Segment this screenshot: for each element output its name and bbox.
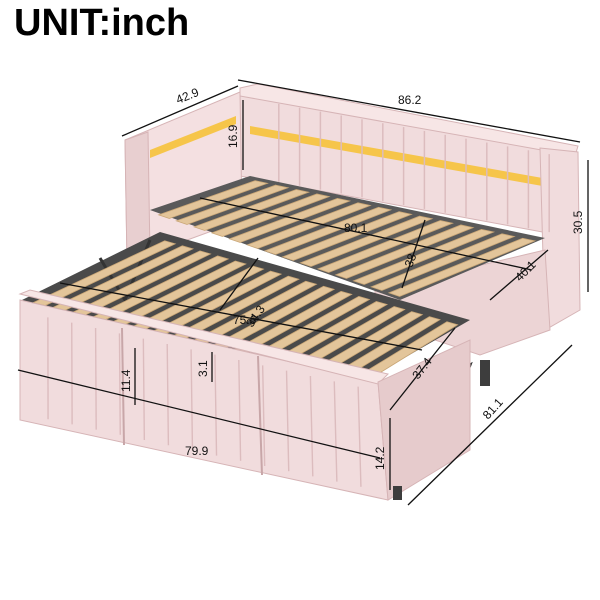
front-channel xyxy=(190,349,194,451)
label-headboard-height: 16.9 xyxy=(226,124,240,148)
dim-line-inner-depth xyxy=(489,249,549,301)
main-slat xyxy=(281,211,413,261)
label-leg-height: 14.2 xyxy=(373,446,387,470)
leg-trundle xyxy=(393,486,402,500)
led-strip-headboard xyxy=(150,116,236,158)
front-channel xyxy=(261,365,266,467)
trundle-front-channels xyxy=(47,317,362,487)
label-trundle-height: 11.4 xyxy=(119,369,133,392)
backrest-channels xyxy=(278,103,550,233)
trundle-end xyxy=(377,339,471,501)
label-trundle-gap: 3.1 xyxy=(196,360,210,377)
main-slat xyxy=(334,224,475,279)
label-total-height: 30.5 xyxy=(571,210,585,234)
leg-right xyxy=(480,360,490,386)
drawer-divider-2 xyxy=(257,355,263,476)
dim-line-trundle-depth xyxy=(219,257,259,311)
trundle-front xyxy=(18,289,471,501)
front-channel xyxy=(118,333,121,435)
front-channel xyxy=(166,343,170,446)
front-channel xyxy=(94,327,97,430)
dim-line-mid-depth xyxy=(401,219,426,289)
dim-line-trundle-depth-front xyxy=(389,327,456,411)
main-slat xyxy=(228,197,352,243)
dim-line-headboard-depth xyxy=(121,85,239,137)
dim-line-overall-depth xyxy=(407,344,573,506)
label-inner-length: 80.1 xyxy=(344,221,368,235)
dimension-lines xyxy=(17,79,589,506)
front-channel xyxy=(238,359,242,461)
front-channel xyxy=(357,386,362,487)
label-trundle-length: 75.6 xyxy=(233,313,257,327)
trundle-top-edge xyxy=(18,289,389,385)
dim-line-backrest-length xyxy=(237,79,581,143)
main-bed-slats xyxy=(157,180,537,297)
front-channel xyxy=(333,381,338,482)
dim-line-trundle-length xyxy=(59,282,423,351)
front-channel xyxy=(142,338,146,441)
main-slat xyxy=(157,180,269,219)
unit-title: UNIT:inch xyxy=(14,2,190,44)
dim-line-front-width xyxy=(17,369,381,459)
front-channel xyxy=(285,370,290,472)
front-channel xyxy=(214,354,218,456)
label-mid-depth: 38 xyxy=(402,251,420,269)
main-slat xyxy=(210,193,331,237)
label-front-width: 79.9 xyxy=(185,444,209,458)
front-channel xyxy=(309,375,314,477)
main-slat xyxy=(352,228,496,285)
label-overall-depth: 81.1 xyxy=(480,395,506,422)
drawer-divider-1 xyxy=(121,327,125,446)
main-slat xyxy=(246,202,372,249)
main-slat xyxy=(263,206,393,255)
main-slat xyxy=(387,237,537,297)
main-slat xyxy=(299,215,434,267)
main-slat xyxy=(316,220,454,273)
main-slat xyxy=(370,233,516,291)
main-slat xyxy=(192,189,311,231)
dim-line-inner-length xyxy=(199,197,533,271)
label-backrest-length: 86.2 xyxy=(398,93,422,107)
